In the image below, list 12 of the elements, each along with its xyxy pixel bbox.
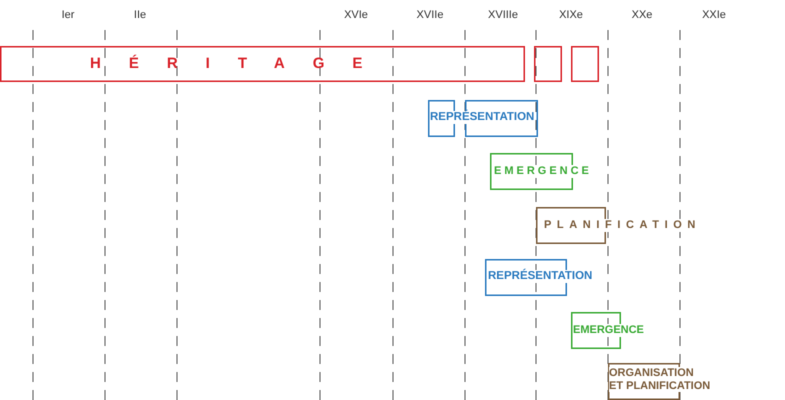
period-label: EMERGENCE xyxy=(573,324,644,337)
period-label: HÉRITAGE xyxy=(90,55,390,72)
century-label: Ier xyxy=(62,9,74,21)
century-label: XVIIIe xyxy=(488,9,518,21)
century-label: XVIIe xyxy=(416,9,444,21)
century-label: XIXe xyxy=(559,9,583,21)
period-label: REPRÉSENTATION xyxy=(430,111,534,124)
century-label: IIe xyxy=(134,9,146,21)
century-label: XXe xyxy=(632,9,652,21)
period-label: REPRÉSENTATION xyxy=(488,270,592,284)
century-label: XXIe xyxy=(702,9,726,21)
century-label: XVIe xyxy=(344,9,368,21)
